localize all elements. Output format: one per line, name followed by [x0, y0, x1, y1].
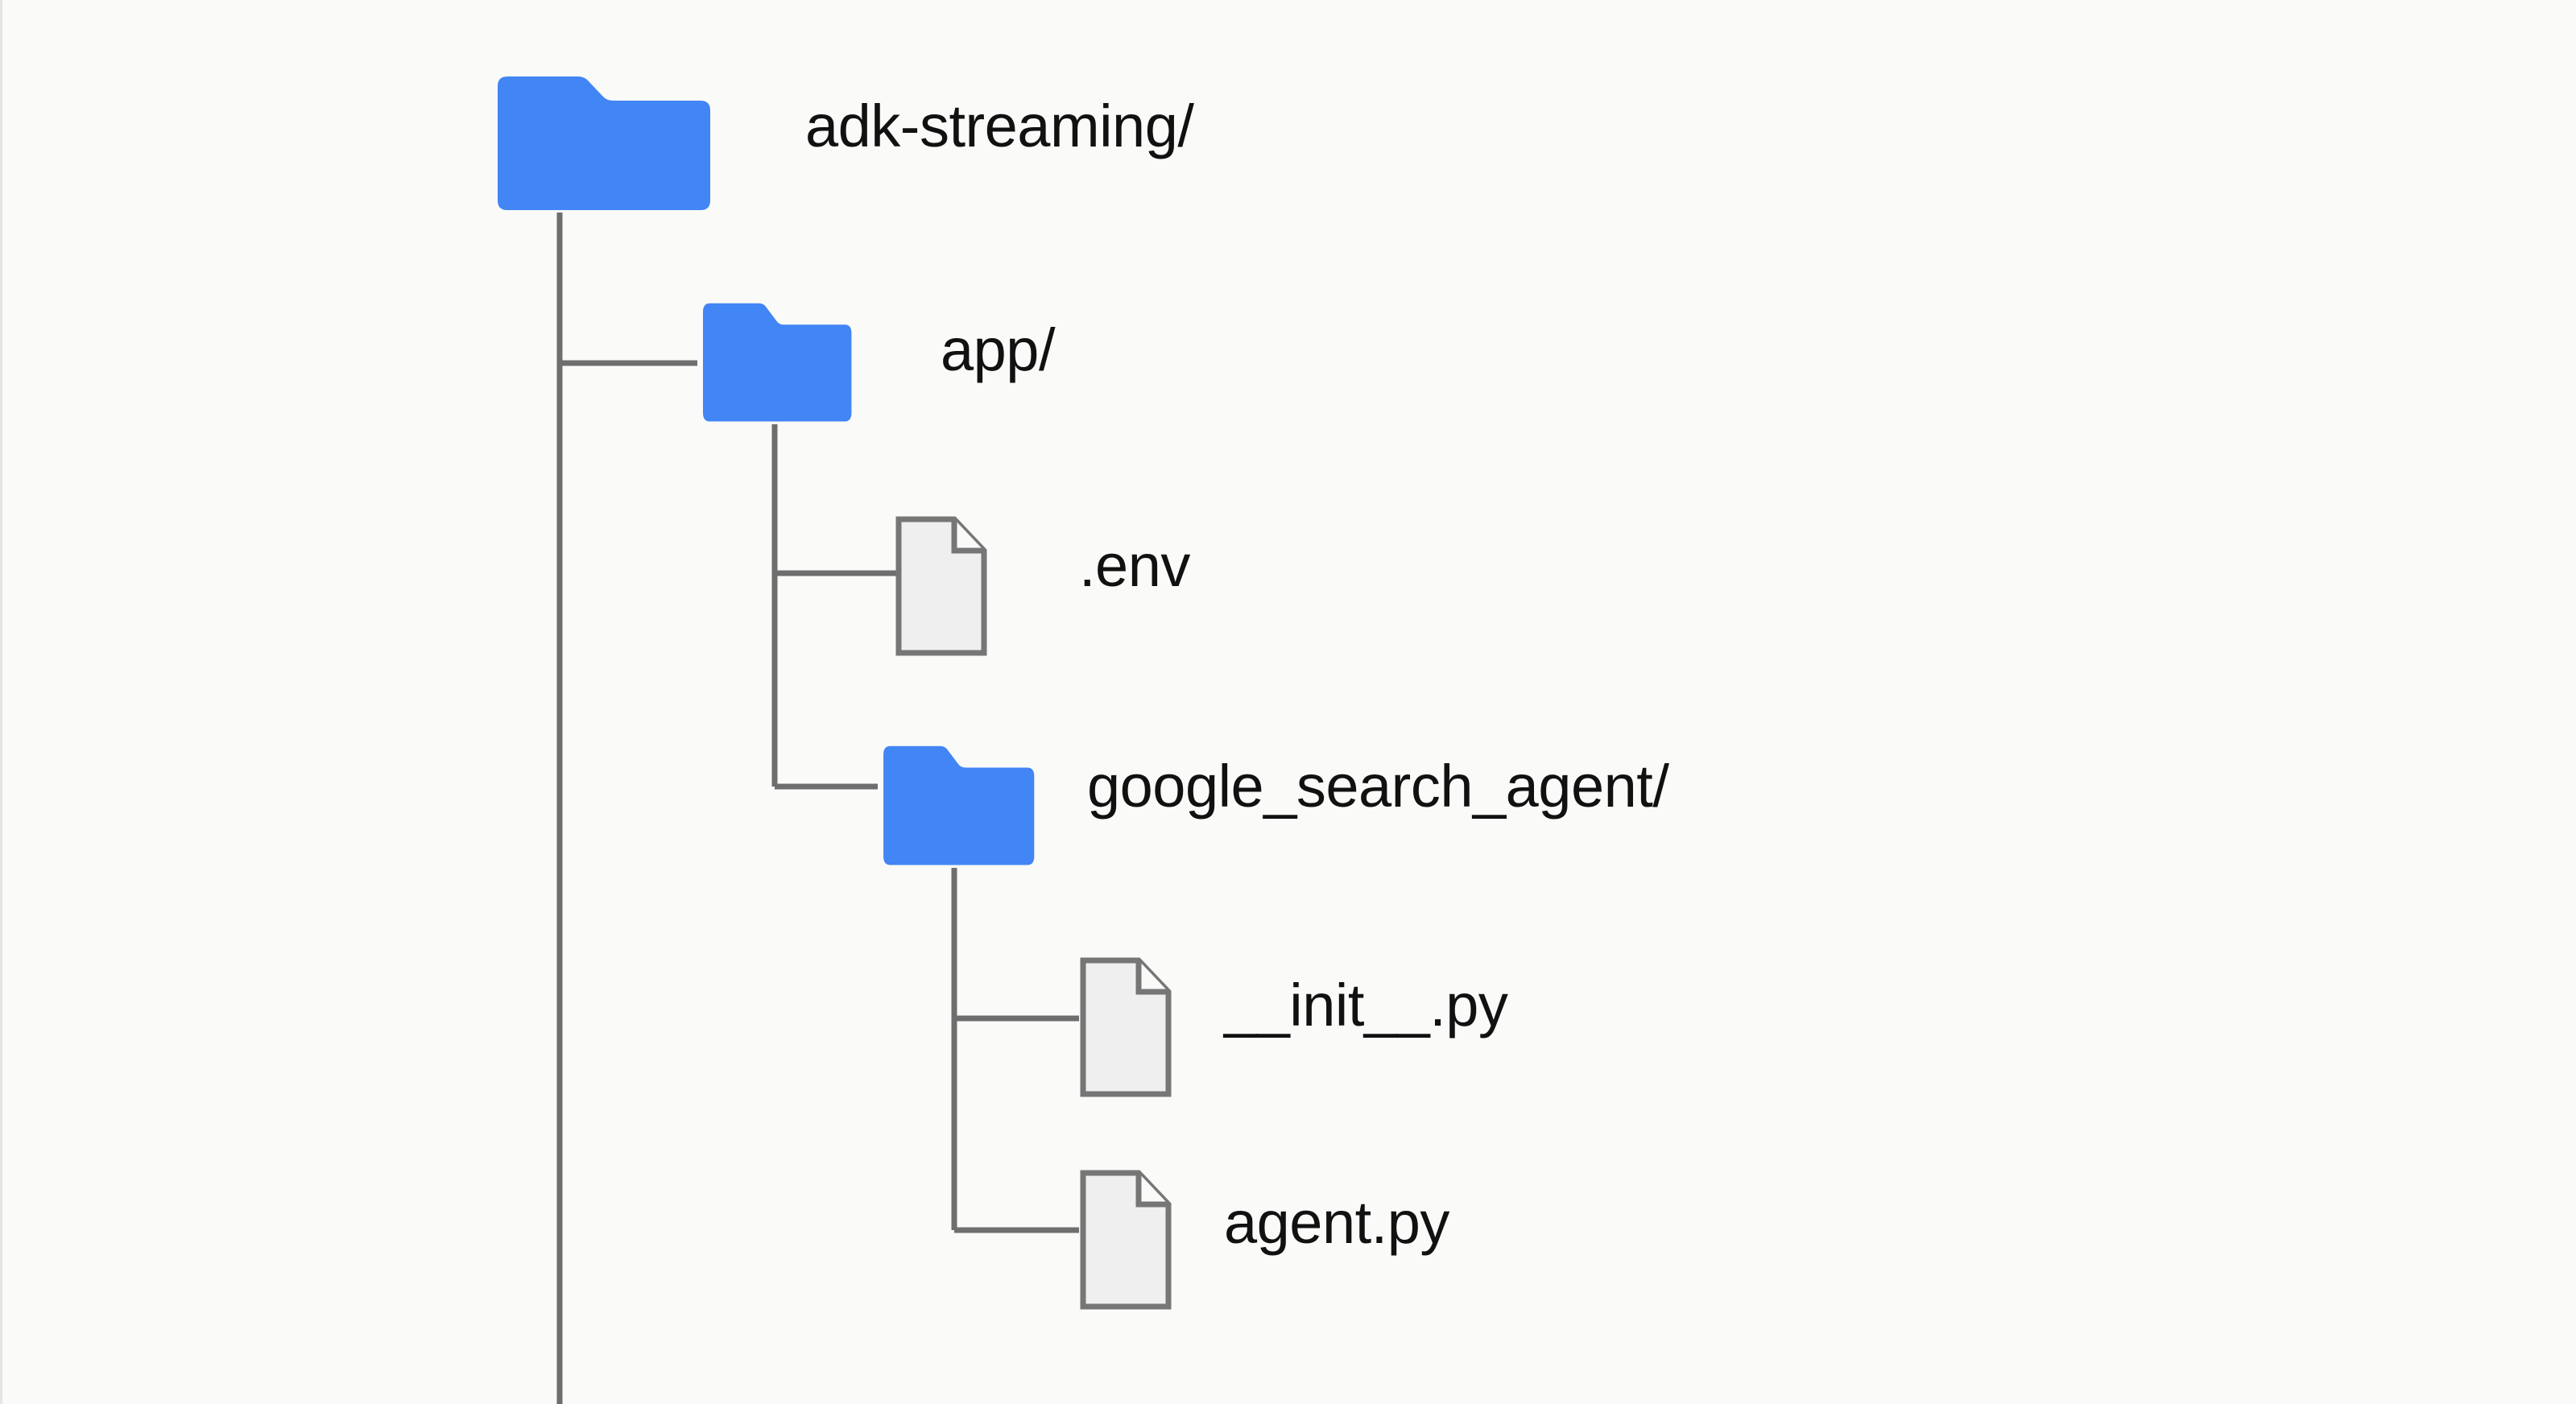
connector-lines [556, 213, 1079, 1404]
tree-node-label-agent-py: agent.py [1224, 1189, 1449, 1256]
frame-left-edge [0, 0, 2, 1404]
file-icon [899, 519, 984, 653]
file-icon [1083, 1173, 1168, 1307]
file-icon [1083, 960, 1168, 1094]
folder-icon [702, 303, 852, 422]
tree-node-label-adk-streaming: adk-streaming/ [805, 93, 1194, 159]
tree-node-label-google-search-agent: google_search_agent/ [1087, 753, 1669, 820]
folder-icon [883, 745, 1035, 865]
tree-node-label-app: app/ [941, 316, 1056, 383]
tree-node-label-init-py: __init__.py [1224, 972, 1508, 1039]
tree-node-label-env: .env [1079, 532, 1190, 599]
folder-icon [498, 76, 710, 210]
